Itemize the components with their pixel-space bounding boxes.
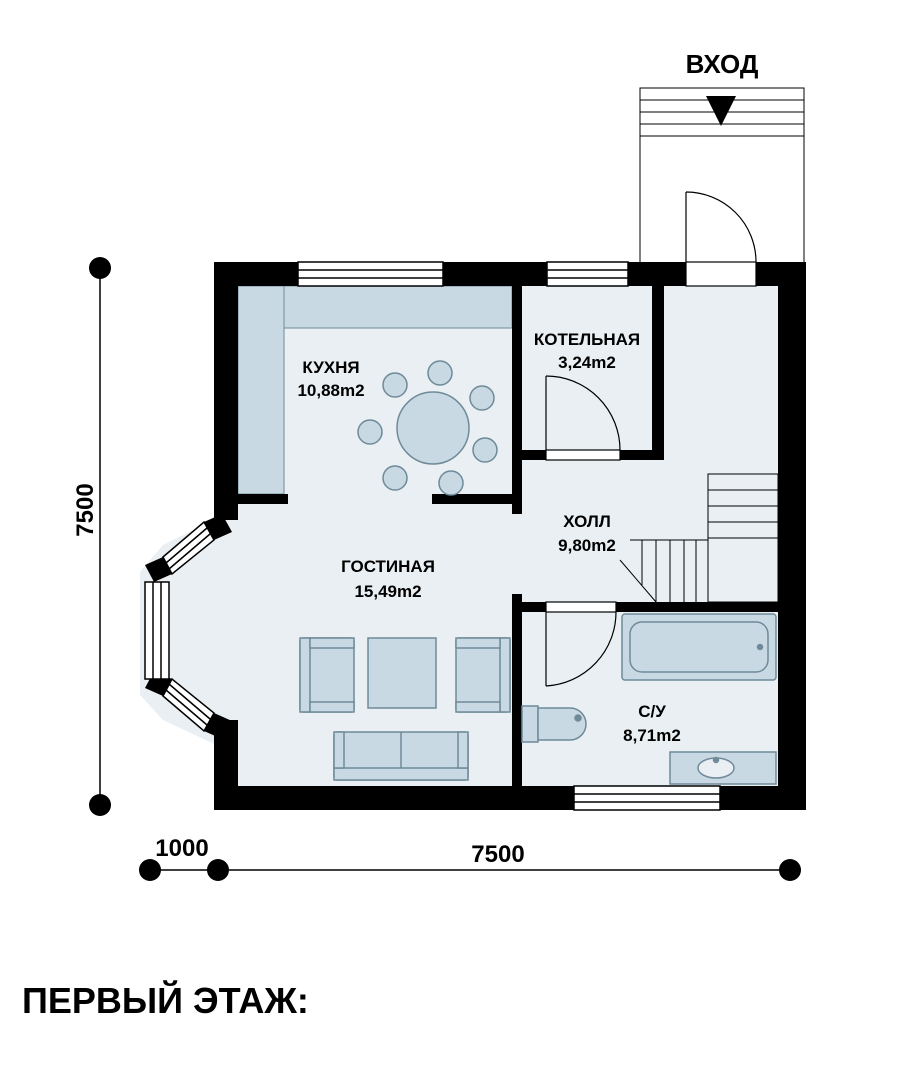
bathroom-window xyxy=(573,785,721,811)
bay-window-bottom xyxy=(162,677,215,733)
kitchen-area: 10,88m2 xyxy=(297,381,364,400)
kitchen-name: КУХНЯ xyxy=(302,358,359,377)
entrance-arrow xyxy=(706,96,736,126)
floor-fills xyxy=(140,88,806,810)
living-area: 15,49m2 xyxy=(354,582,421,601)
boiler-name: КОТЕЛЬНАЯ xyxy=(534,330,640,349)
living-furniture xyxy=(299,637,511,781)
dimension-horizontal: 1000 7500 xyxy=(139,835,801,881)
bay-window-top xyxy=(162,520,215,576)
hall-name: ХОЛЛ xyxy=(563,512,611,531)
bathroom-name: С/У xyxy=(638,702,666,721)
armchair-left xyxy=(299,637,355,713)
boiler-area: 3,24m2 xyxy=(558,353,616,372)
stairs xyxy=(619,473,779,603)
windows xyxy=(144,261,721,811)
toilet xyxy=(521,705,587,743)
boiler-window xyxy=(546,261,629,287)
page-title: ПЕРВЫЙ ЭТАЖ: xyxy=(22,979,309,1021)
bathtub xyxy=(621,613,777,681)
entrance-door xyxy=(685,191,757,287)
dimension-width-label: 7500 xyxy=(471,841,524,868)
doors xyxy=(545,191,757,687)
room-labels: КУХНЯ 10,88m2 КОТЕЛЬНАЯ 3,24m2 ХОЛЛ 9,80… xyxy=(297,330,680,745)
living-name: ГОСТИНАЯ xyxy=(341,557,435,576)
boiler-door xyxy=(545,375,621,461)
bathroom-door xyxy=(545,601,617,687)
kitchen-window xyxy=(297,261,444,287)
bathroom-fixtures xyxy=(521,613,777,785)
dimension-bay-label: 1000 xyxy=(155,835,208,862)
hall-area: 9,80m2 xyxy=(558,536,616,555)
sofa xyxy=(333,731,469,781)
walls xyxy=(145,262,806,810)
armchair-right xyxy=(455,637,511,713)
bay-window-left xyxy=(144,581,170,680)
entrance-label: ВХОД xyxy=(686,49,759,79)
coffee-table xyxy=(367,637,437,709)
washbasin xyxy=(669,751,777,785)
bathroom-area: 8,71m2 xyxy=(623,726,681,745)
dimension-height-label: 7500 xyxy=(72,483,99,536)
dimension-vertical: 7500 xyxy=(72,257,111,816)
dining-table xyxy=(357,360,498,496)
